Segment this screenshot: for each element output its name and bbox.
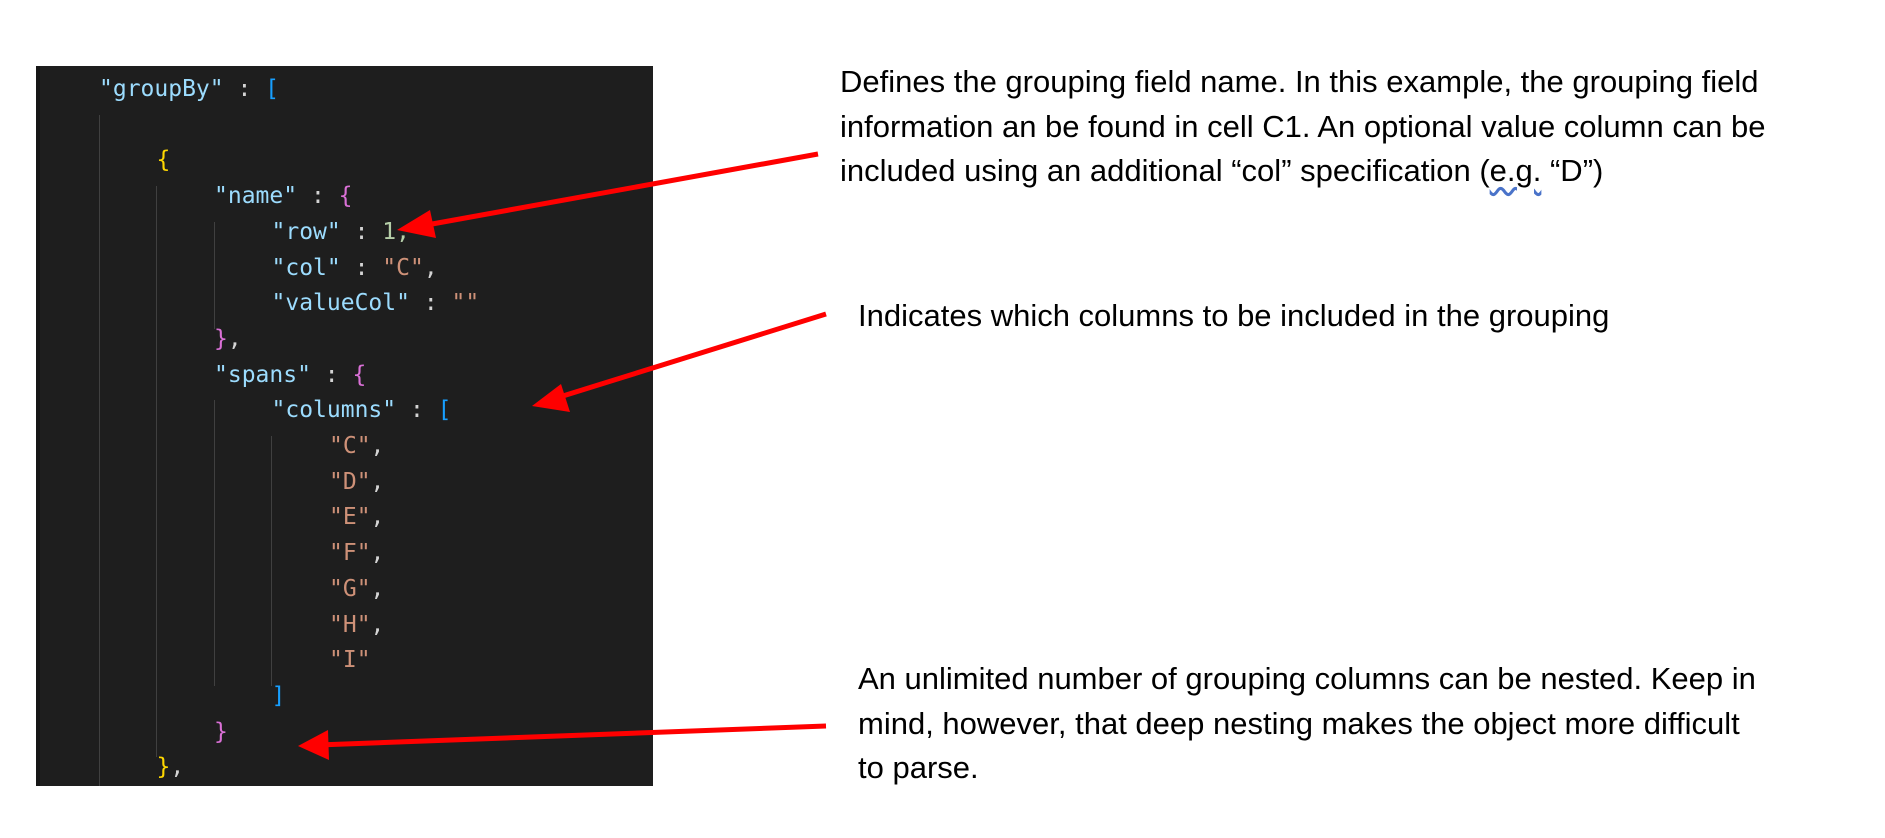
annotation-grouping-name-line3-pre: included using an additional “col” speci… bbox=[840, 153, 1490, 188]
code-token: "C" bbox=[382, 254, 424, 281]
code-line[interactable]: "H", bbox=[329, 608, 384, 643]
code-token: "D" bbox=[329, 468, 371, 495]
code-token: "spans" bbox=[214, 361, 311, 388]
indent-guide-line bbox=[156, 186, 157, 758]
annotation-nesting-line3: to parse. bbox=[858, 750, 979, 785]
code-token: "columns" bbox=[271, 397, 397, 424]
code-token: : bbox=[340, 254, 383, 281]
code-line[interactable]: "columns" : [ bbox=[272, 393, 452, 428]
editor-gutter-edge bbox=[36, 66, 40, 786]
arrowhead-to-closing-brace bbox=[298, 730, 329, 760]
code-token: : bbox=[396, 397, 438, 424]
code-token: : bbox=[340, 218, 383, 245]
annotation-spans-line1: Indicates which columns to be included i… bbox=[858, 298, 1610, 333]
code-token: "col" bbox=[271, 254, 341, 281]
annotation-grouping-name-line1: Defines the grouping field name. In this… bbox=[840, 64, 1759, 99]
indent-guide-line bbox=[99, 114, 100, 786]
annotation-grouping-name-line2: information an be found in cell C1. An o… bbox=[840, 108, 1766, 144]
code-line[interactable]: }, bbox=[157, 750, 185, 785]
code-token: "F" bbox=[329, 540, 371, 567]
annotation-grouping-name: Defines the grouping field name. In this… bbox=[840, 60, 1765, 194]
code-token: : bbox=[223, 76, 266, 102]
code-line[interactable]: "F", bbox=[329, 536, 384, 571]
code-line[interactable]: "name" : { bbox=[214, 179, 353, 214]
arrow-to-row bbox=[409, 151, 819, 231]
code-line[interactable]: ] bbox=[272, 679, 286, 714]
code-token: "I" bbox=[329, 647, 371, 674]
code-line[interactable]: "spans" : { bbox=[214, 358, 366, 393]
code-line[interactable]: "valueCol" : "" bbox=[272, 286, 480, 321]
code-token: "G" bbox=[329, 575, 371, 602]
code-token: "E" bbox=[329, 504, 371, 531]
code-token: , bbox=[370, 468, 385, 495]
code-token: } bbox=[214, 718, 228, 745]
code-token: , bbox=[370, 611, 385, 638]
code-token: { bbox=[338, 183, 353, 210]
code-token: , bbox=[370, 575, 385, 602]
code-token: : bbox=[409, 290, 452, 317]
code-line[interactable]: "groupBy" : [ bbox=[99, 72, 279, 107]
code-token: 1, bbox=[382, 218, 410, 245]
code-token: "C" bbox=[329, 433, 371, 459]
code-token: [ bbox=[437, 397, 452, 424]
code-token: : bbox=[310, 361, 353, 388]
code-line[interactable]: "C", bbox=[329, 429, 384, 464]
code-line[interactable]: } bbox=[214, 715, 228, 750]
code-token: , bbox=[227, 325, 242, 352]
code-token: "H" bbox=[329, 611, 371, 638]
code-line[interactable]: "D", bbox=[329, 465, 384, 500]
code-line[interactable]: "G", bbox=[329, 572, 384, 607]
code-token: , bbox=[423, 254, 438, 281]
annotation-nesting-line1: An unlimited number of grouping columns … bbox=[858, 661, 1756, 696]
indent-guide-line bbox=[214, 400, 215, 687]
code-token: [ bbox=[265, 76, 280, 102]
code-token: ] bbox=[271, 682, 286, 709]
code-token: : bbox=[297, 183, 339, 210]
code-token: "groupBy" bbox=[99, 76, 224, 102]
code-token: , bbox=[170, 754, 185, 781]
code-token: , bbox=[370, 504, 385, 531]
indent-guide-line bbox=[214, 221, 215, 330]
annotation-nesting: An unlimited number of grouping columns … bbox=[858, 657, 1756, 791]
code-token: } bbox=[214, 325, 228, 352]
code-line[interactable]: "I" bbox=[329, 643, 371, 678]
code-line[interactable]: { bbox=[157, 143, 171, 178]
annotation-grouping-name-line3-underlined: e.g. bbox=[1489, 153, 1542, 188]
code-token: "row" bbox=[271, 218, 341, 245]
arrow-to-columns bbox=[549, 311, 827, 403]
code-token: { bbox=[156, 147, 171, 174]
code-token: , bbox=[370, 540, 385, 567]
code-line[interactable]: }, bbox=[214, 322, 242, 357]
code-line[interactable]: "row" : 1, bbox=[272, 215, 411, 250]
arrowhead-to-columns bbox=[532, 384, 570, 412]
annotation-nesting-line2: mind, however, that deep nesting makes t… bbox=[858, 705, 1740, 741]
code-token: , bbox=[370, 433, 385, 459]
code-token: "name" bbox=[214, 183, 298, 210]
code-line[interactable]: "E", bbox=[329, 500, 384, 535]
arrow-to-closing-brace bbox=[317, 723, 827, 748]
code-editor[interactable]: "groupBy" : [{"name" : {"row" : 1,"col" … bbox=[36, 66, 653, 786]
code-token: } bbox=[156, 754, 171, 781]
annotation-grouping-name-line3-post: “D”) bbox=[1541, 153, 1604, 188]
indent-guide-line bbox=[271, 436, 272, 687]
arrowhead-to-row bbox=[397, 210, 436, 238]
annotation-spans: Indicates which columns to be included i… bbox=[858, 294, 1609, 339]
code-token: { bbox=[352, 361, 367, 388]
code-line[interactable]: "col" : "C", bbox=[272, 251, 438, 286]
code-token: "valueCol" bbox=[271, 290, 410, 317]
code-token: "" bbox=[451, 290, 480, 317]
